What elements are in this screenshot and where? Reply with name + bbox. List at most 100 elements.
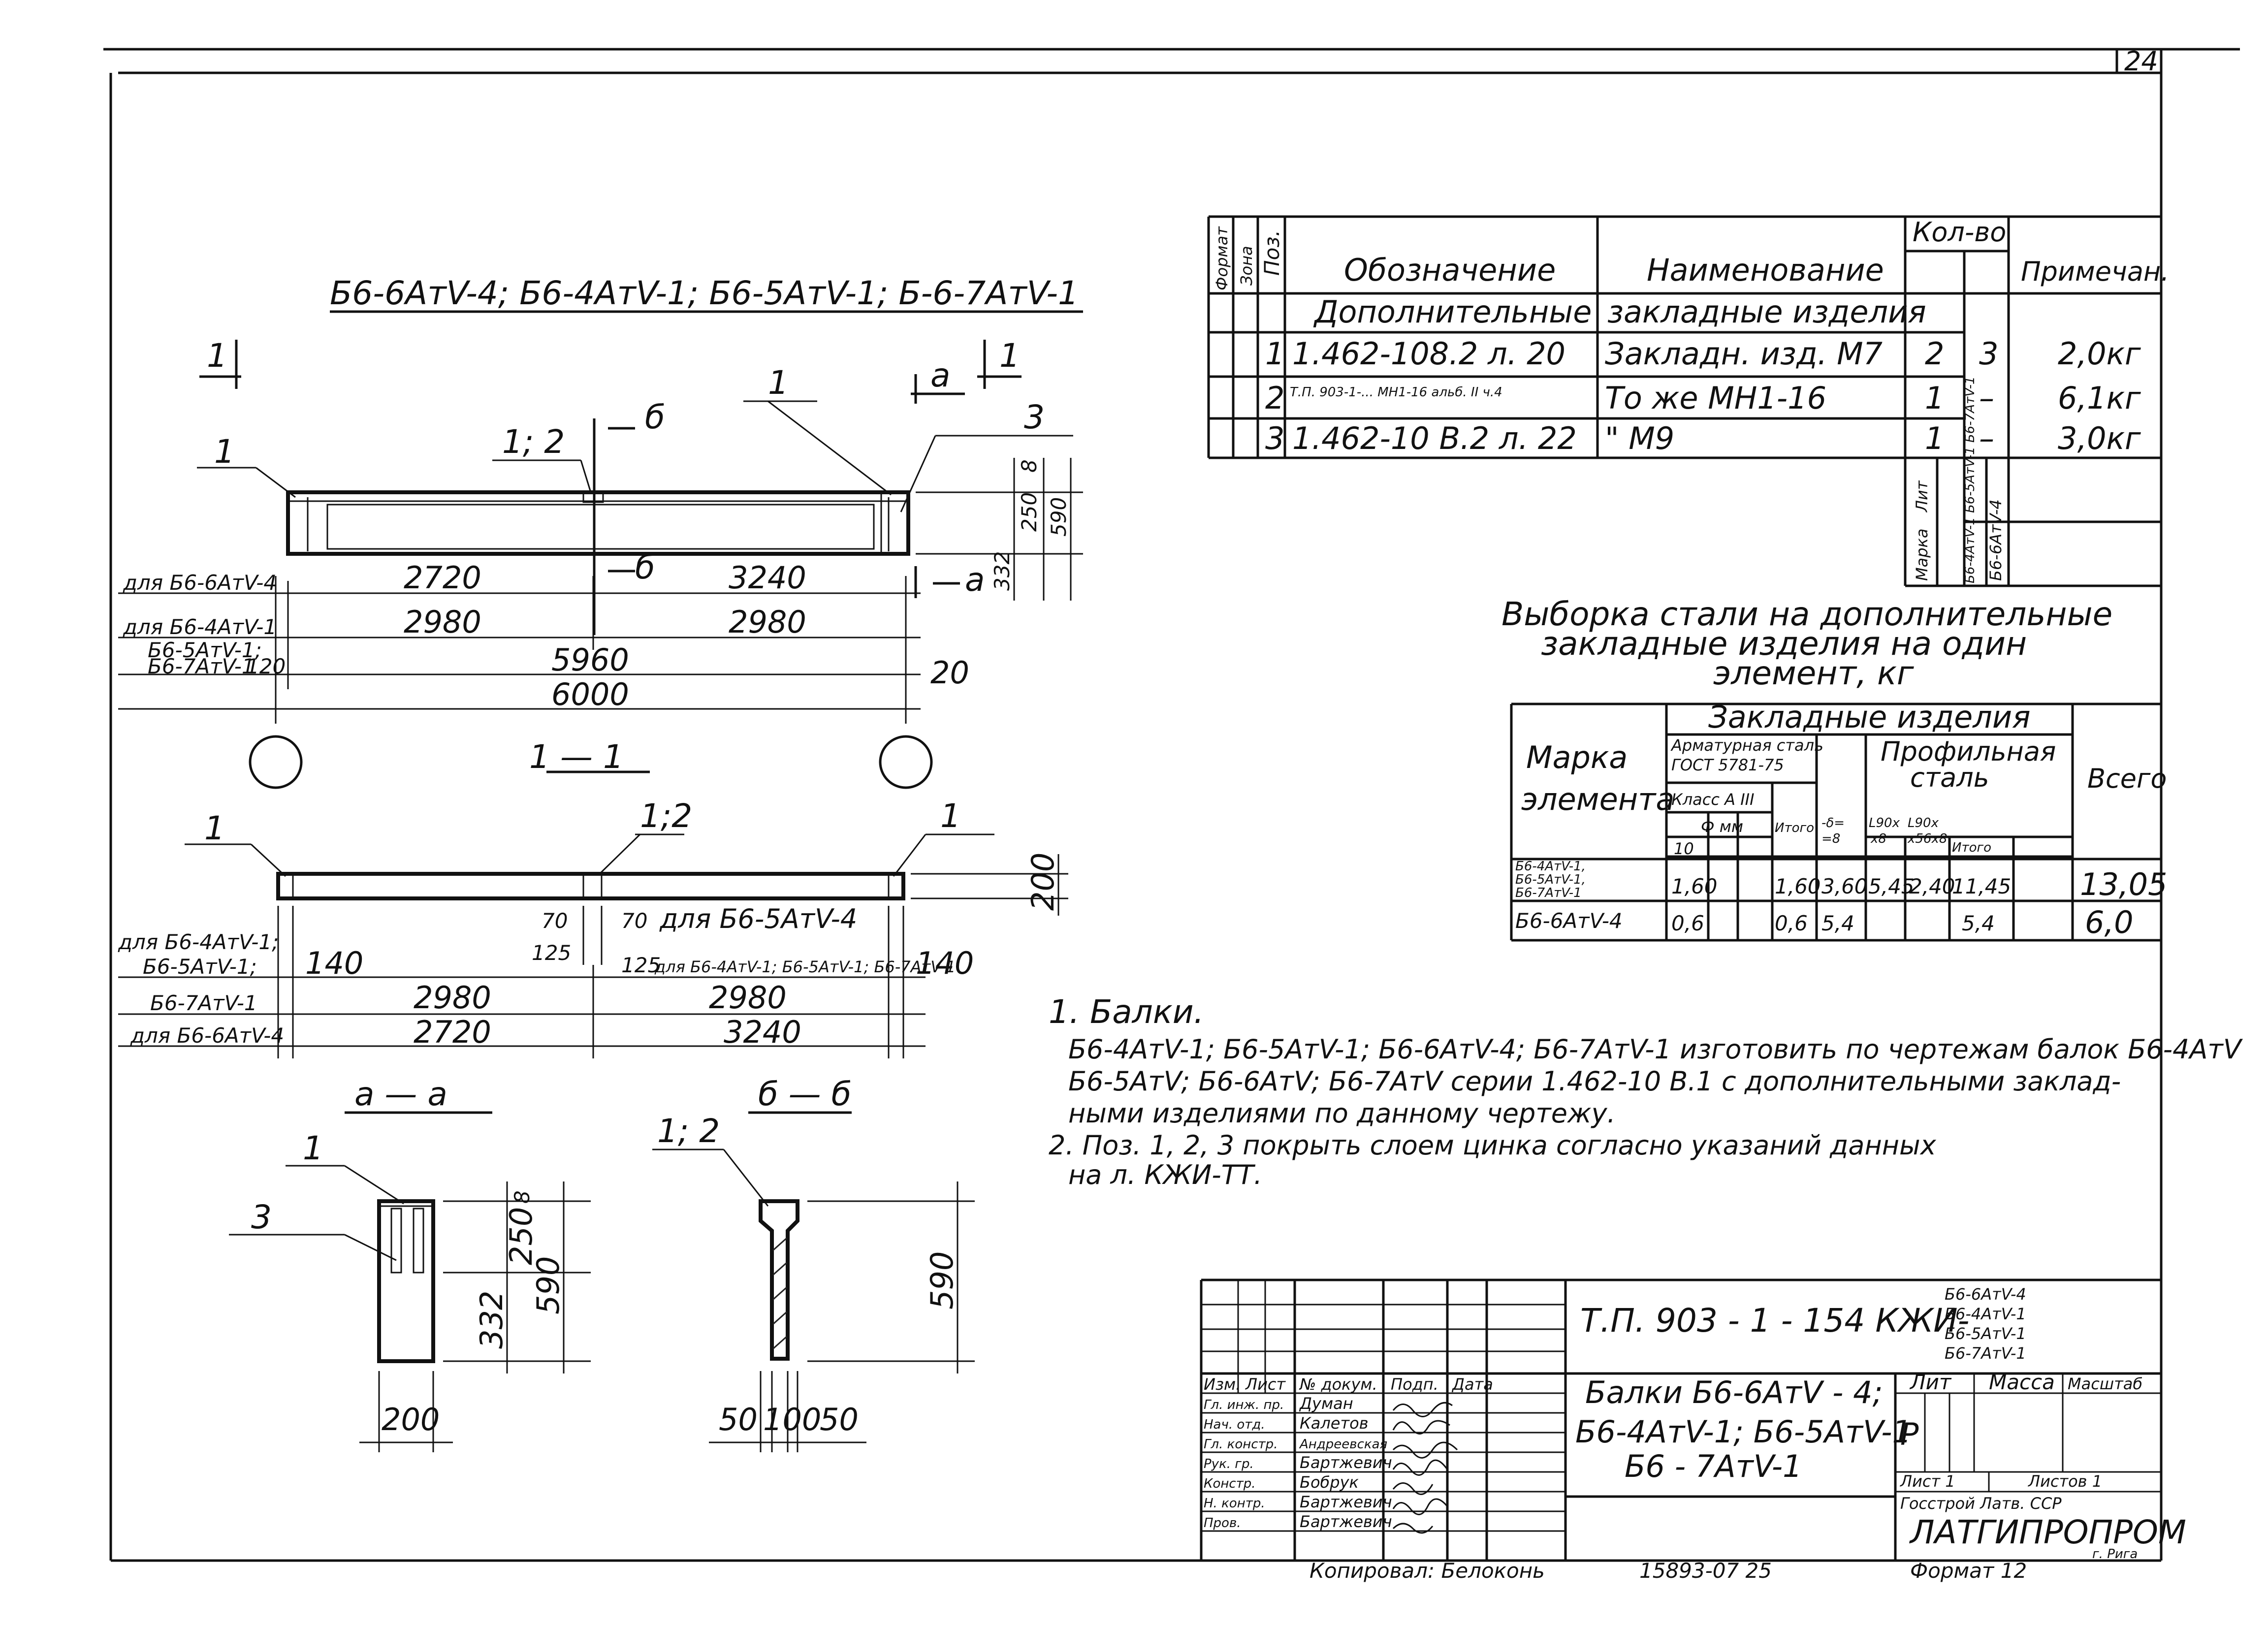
note-line-3: Б6-5АтV; Б6-6АтV; Б6-7АтV серии 1.462-10…	[1068, 1066, 2121, 1097]
plan-dim-2720: 2720	[404, 560, 481, 596]
spec-marka-col1: Б6-4АтV-1 Б6-5АтV-1 Б6-7АтV-1	[1963, 376, 1978, 583]
staff-role-2: Нач. отд.	[1204, 1417, 1265, 1432]
title-code-mark-4: Б6-7АтV-1	[1945, 1344, 2026, 1363]
spec-table: Формат Зона Поз. Обозначение Наименовани…	[1207, 215, 2169, 587]
plan-row-label-4: Б6-7АтV-1	[148, 654, 255, 678]
steel-row2-vsego: 6,0	[2085, 904, 2134, 940]
steel-caption: Выборка стали на дополнительные закладны…	[1501, 595, 2112, 692]
title-col-sign: Подп.	[1391, 1375, 1438, 1394]
staff-name-5: Бобрук	[1300, 1473, 1359, 1492]
section-b-pos-1-2: 1; 2	[657, 1112, 720, 1150]
staff-name-3: Андреевская	[1299, 1437, 1387, 1452]
note-line-1: 1. Балки.	[1049, 993, 1204, 1031]
title-col-date: Дата	[1451, 1375, 1493, 1394]
section-1-1-title: 1 — 1	[529, 738, 624, 776]
section-1-1-dim-200: 200	[1025, 853, 1061, 911]
steel-h-l90b-1: L90х	[1908, 816, 1939, 830]
steel-table: Марка элемента Закладные изделия Арматур…	[1510, 699, 2168, 942]
steel-h-zakl: Закладные изделия	[1708, 699, 2031, 735]
section-a-title: а — а	[354, 1075, 447, 1113]
steel-h-klass: Класс А III	[1671, 790, 1755, 809]
section-1-1-dim-2980-left: 2980	[414, 980, 491, 1016]
plan-dim-120: 120	[246, 654, 286, 678]
steel-row2-itogo2: 5,4	[1962, 911, 1995, 935]
section-1-1-dim-125a: 125	[532, 941, 571, 965]
plan-pos-1-right: 1	[768, 364, 789, 402]
steel-caption-line-1: Выборка стали на дополнительные	[1501, 595, 2112, 633]
plan-vdim-8: 8	[1017, 459, 1041, 473]
plan-vdim-332: 332	[990, 551, 1014, 591]
plan-dim-5960: 5960	[551, 642, 629, 678]
spec-header-qty: Кол-во	[1913, 217, 2006, 248]
steel-h-marka-1: Марка	[1526, 739, 1628, 775]
signature-mark	[1392, 1523, 1434, 1534]
plan-dim-3240: 3240	[729, 560, 806, 596]
signature-mark	[1392, 1459, 1448, 1476]
spec-header-name: Наименование	[1647, 252, 1884, 288]
title-name-line-3: Б6 - 7АтV-1	[1625, 1448, 1802, 1484]
notes: 1. Балки. Б6-4АтV-1; Б6-5АтV-1; Б6-6АтV-…	[1049, 993, 2243, 1190]
spec-row3-pos: 3	[1265, 420, 1284, 456]
title-sheet: Лист 1	[1900, 1472, 1955, 1491]
spec-row1-qty1: 2	[1925, 336, 1944, 372]
note-line-5: 2. Поз. 1, 2, 3 покрыть слоем цинка согл…	[1049, 1130, 1937, 1161]
spec-row1-note: 2,0кг	[2058, 336, 2141, 372]
spec-row2-designation: Т.П. 903-1-... МН1-16 альб. II ч.4	[1290, 385, 1502, 400]
section-1-1-row-label-1: для Б6-4АтV-1;	[118, 930, 279, 954]
section-a-pos-3: 3	[251, 1198, 272, 1236]
staff-name-2: Калетов	[1300, 1414, 1369, 1433]
footer: Копировал: Белоконь 15893-07 25 Формат 1…	[1310, 1559, 2027, 1583]
section-1-1-dim-70b: 70	[621, 909, 647, 933]
steel-h-prof-1: Профильная	[1881, 736, 2056, 767]
title-code-mark-3: Б6-5АтV-1	[1945, 1324, 2026, 1343]
title-col-list: Лист	[1245, 1375, 1286, 1394]
section-1-1-row-label-3: Б6-7АтV-1	[150, 991, 257, 1015]
steel-h-marka-2: элемента	[1521, 781, 1674, 817]
spec-lit-label: Лит	[1913, 480, 1931, 512]
section-b-width-50-right: 50	[820, 1402, 859, 1437]
spec-row2-qty2: –	[1979, 380, 1994, 416]
section-1-1-note-125: для Б6-4АтV-1; Б6-5АтV-1; Б6-7АтV-1	[654, 958, 956, 976]
spec-row2-qty1: 1	[1925, 380, 1944, 416]
spec-row1-pos: 1	[1265, 336, 1284, 372]
footer-format: Формат 12	[1910, 1559, 2027, 1583]
spec-row1-name: Закладн. изд. М7	[1605, 336, 1883, 372]
steel-row2-marka: Б6-6АтV-4	[1515, 909, 1623, 933]
steel-h-itogo: Итого	[1775, 821, 1814, 835]
steel-row1-itogo: 1,60	[1775, 874, 1821, 898]
staff-role-5: Констр.	[1204, 1476, 1256, 1491]
title-col-izm: Изм.	[1204, 1375, 1241, 1394]
staff-role-4: Рук. гр.	[1204, 1457, 1254, 1471]
steel-row1-itogo2: 11,45	[1952, 874, 2011, 898]
note-line-6: на л. КЖИ-ТТ.	[1068, 1159, 1262, 1190]
title-col-doc: № докум.	[1299, 1375, 1377, 1394]
section-1-1-dim-70a: 70	[542, 909, 568, 933]
steel-row1-marka-2: Б6-5АтV-1,	[1515, 872, 1586, 887]
plan-dim-2980-right: 2980	[729, 604, 806, 640]
section-1-1: 1 — 1 1 1;2 1 200 70 70 для Б6-5АтV-4 12…	[118, 738, 1068, 1058]
plan-view: 1 1 а 1 1; 2 1 3 б б	[118, 337, 1083, 789]
section-a-vdim-250: 250	[503, 1207, 539, 1265]
steel-row2-c10: 0,6	[1671, 911, 1704, 935]
section-mark-right: 1	[999, 337, 1020, 375]
title-org: ЛАТГИПРОПРОМ	[1909, 1513, 2186, 1551]
signature-mark	[1392, 1441, 1458, 1459]
section-mark-left: 1	[207, 337, 227, 375]
signature-mark	[1392, 1402, 1453, 1417]
spec-row3-designation: 1.462-10 В.2 л. 22	[1292, 420, 1577, 456]
section-b-width-100: 100	[763, 1402, 821, 1437]
section-1-1-pos-1-right: 1	[940, 797, 961, 835]
footer-copied: Копировал: Белоконь	[1310, 1559, 1545, 1583]
steel-h-prof-2: сталь	[1910, 762, 1989, 793]
title-code-mark-2: Б6-4АтV-1	[1945, 1305, 2026, 1323]
plan-dim-20: 20	[930, 655, 969, 691]
signature-mark	[1392, 1420, 1450, 1435]
plan-row-label-3: Б6-5АтV-1;	[148, 638, 262, 662]
section-1-1-row-label-4: для Б6-6АтV-4	[130, 1023, 284, 1048]
section-b-vdim-590: 590	[924, 1251, 960, 1309]
spec-row2-name: То же МН1-16	[1605, 380, 1826, 416]
plan-vdim-590: 590	[1047, 497, 1071, 537]
signature-mark	[1392, 1498, 1448, 1515]
staff-name-4: Бартжевич	[1300, 1453, 1392, 1472]
